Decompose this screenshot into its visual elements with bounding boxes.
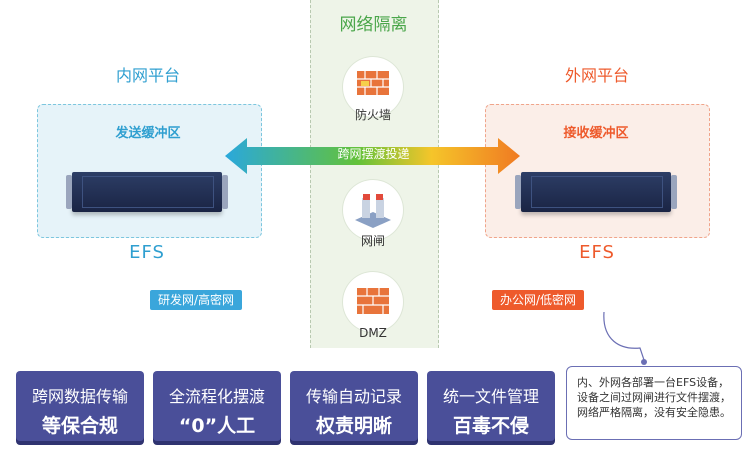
outer-platform-box — [485, 104, 710, 238]
inner-efs-server — [66, 172, 228, 212]
feature-3-line2: 权责明晰 — [315, 415, 392, 437]
transfer-arrow-label: 跨网摆渡投递 — [337, 147, 410, 161]
feature-3-line1: 传输自动记录 — [305, 387, 402, 406]
outer-network-badge: 办公网/低密网 — [492, 290, 585, 310]
feature-2-line2: “0”人工 — [178, 415, 256, 437]
note-connector-arrow — [603, 311, 647, 365]
firewall-icon — [357, 71, 389, 95]
dmz-wall-icon — [357, 288, 389, 314]
feature-1-line2: 等保合规 — [41, 415, 118, 437]
dmz-label: DMZ — [359, 326, 387, 340]
gatekeeper-label: 网闸 — [360, 234, 385, 248]
feature-2-line1: 全流程化摆渡 — [168, 387, 265, 406]
deployment-note: 内、外网各部署一台EFS设备，设备之间过网闸进行文件摆渡，网络严格隔离，没有安全… — [566, 366, 742, 440]
send-buffer-label: 发送缓冲区 — [115, 126, 181, 141]
receive-buffer-label: 接收缓冲区 — [563, 126, 629, 141]
feature-tile-1: 跨网数据传输 等保合规 — [16, 371, 144, 441]
feature-4-line2: 百毒不侵 — [452, 415, 529, 437]
feature-4-line1: 统一文件管理 — [442, 387, 539, 406]
firewall-circle — [343, 57, 403, 117]
outer-platform-title: 外网平台 — [564, 66, 629, 85]
inner-network-badge: 研发网/高密网 — [150, 290, 243, 310]
isolation-title: 网络隔离 — [339, 15, 408, 35]
feature-tile-4: 统一文件管理 百毒不侵 — [427, 371, 555, 441]
feature-1-line1: 跨网数据传输 — [31, 387, 128, 406]
inner-platform-box — [37, 104, 262, 238]
outer-efs-label: EFS — [579, 242, 615, 263]
transfer-arrow — [225, 138, 520, 174]
feature-tile-3: 传输自动记录 权责明晰 — [290, 371, 418, 441]
inner-platform-title: 内网平台 — [115, 66, 180, 85]
firewall-label: 防火墙 — [354, 108, 391, 122]
feature-tile-2: 全流程化摆渡 “0”人工 — [153, 371, 281, 441]
inner-efs-label: EFS — [129, 242, 165, 263]
outer-efs-server — [515, 172, 677, 212]
gatekeeper-icon — [355, 194, 391, 228]
dmz-circle — [343, 272, 403, 332]
gatekeeper-circle — [343, 180, 403, 240]
